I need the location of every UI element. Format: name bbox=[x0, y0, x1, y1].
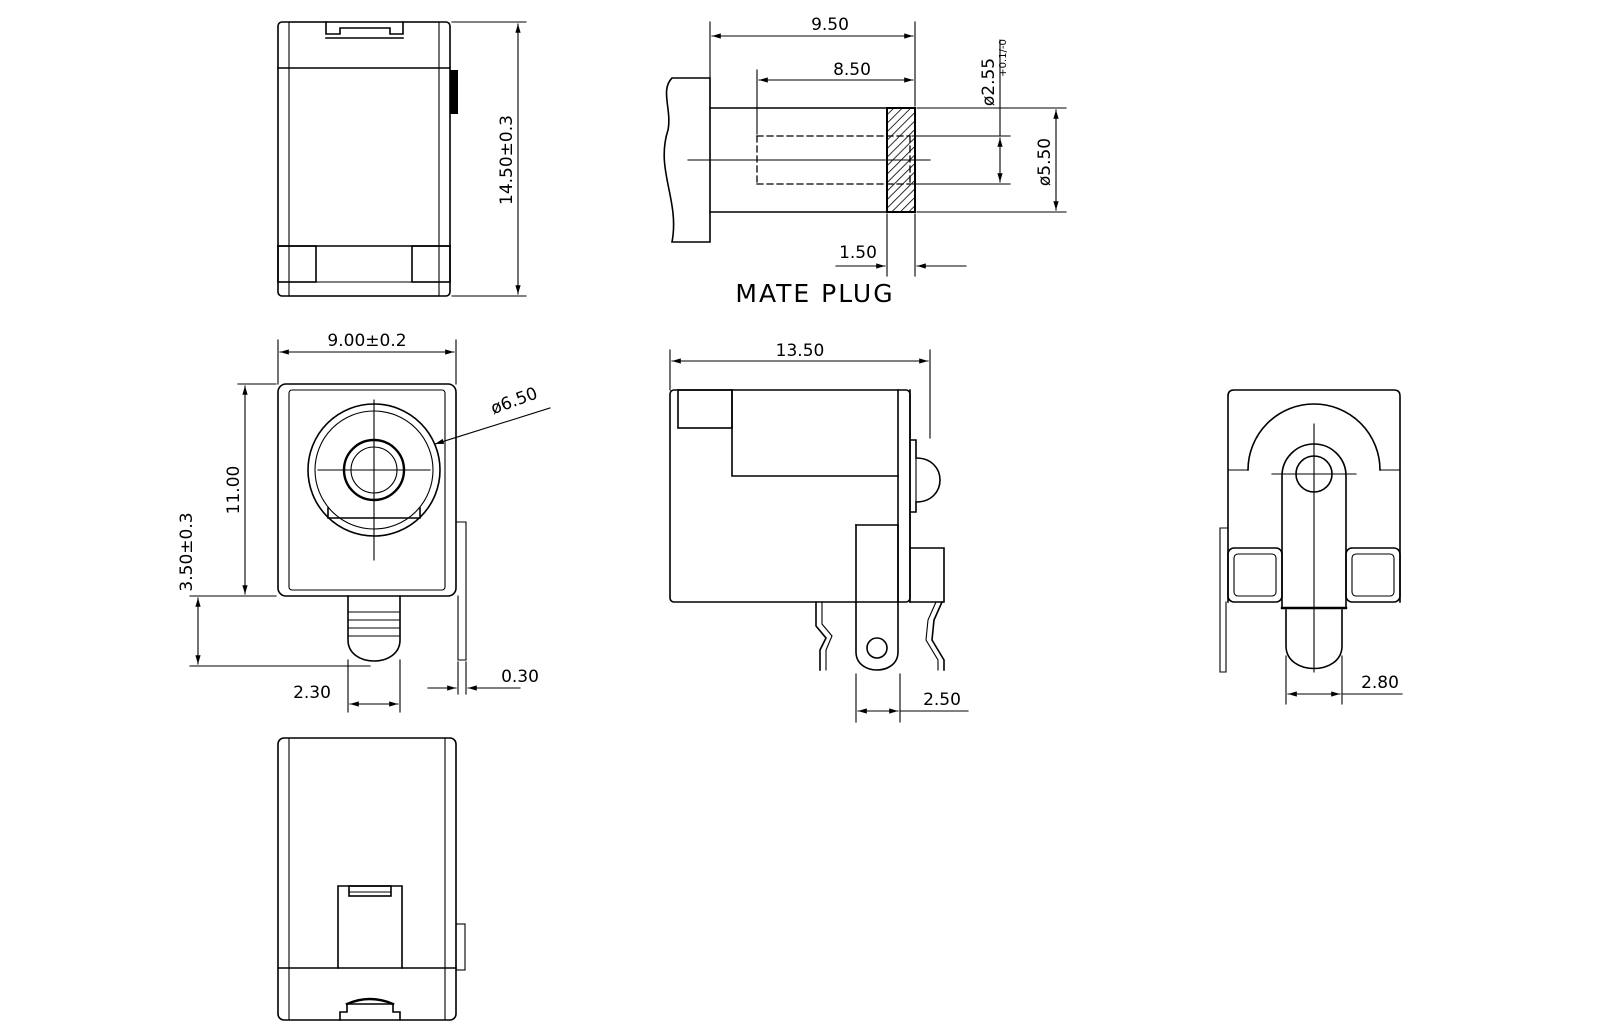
dim-2-55-tolerance: +0.1/-0 bbox=[998, 39, 1009, 77]
dim-2-50-label: 2.50 bbox=[923, 690, 961, 710]
mate-plug-title: MATE PLUG bbox=[735, 279, 894, 308]
front-view: 9.00±0.2 ø6.50 11.00 3.50±0.3 2.30 0.30 bbox=[177, 331, 551, 713]
dim-3-50-label: 3.50±0.3 bbox=[177, 512, 197, 591]
dim-11-00-label: 11.00 bbox=[224, 466, 244, 515]
dim-9-50-label: 9.50 bbox=[811, 15, 849, 35]
dim-14-50-label: 14.50±0.3 bbox=[497, 115, 517, 205]
dim-8-50-label: 8.50 bbox=[833, 60, 871, 80]
dim-9-00-label: 9.00±0.2 bbox=[327, 331, 406, 351]
side-view: 13.50 2.50 bbox=[669, 341, 969, 723]
mate-plug-view: 9.50 8.50 ø2.55 +0.1/-0 ø5.50 1.50 MATE … bbox=[663, 15, 1067, 308]
top-view: 14.50±0.3 bbox=[277, 21, 527, 297]
dim-2-80-label: 2.80 bbox=[1361, 673, 1399, 693]
bottom-view bbox=[277, 737, 466, 1021]
dim-1-50-label: 1.50 bbox=[839, 243, 877, 263]
dim-2-55-label: ø2.55 bbox=[979, 58, 999, 106]
dim-0-30-label: 0.30 bbox=[501, 667, 539, 687]
dim-5-50-label: ø5.50 bbox=[1035, 138, 1055, 186]
dim-2-30-label: 2.30 bbox=[293, 683, 331, 703]
dim-13-50-label: 13.50 bbox=[776, 341, 825, 361]
rear-view: 2.80 bbox=[1219, 389, 1403, 705]
